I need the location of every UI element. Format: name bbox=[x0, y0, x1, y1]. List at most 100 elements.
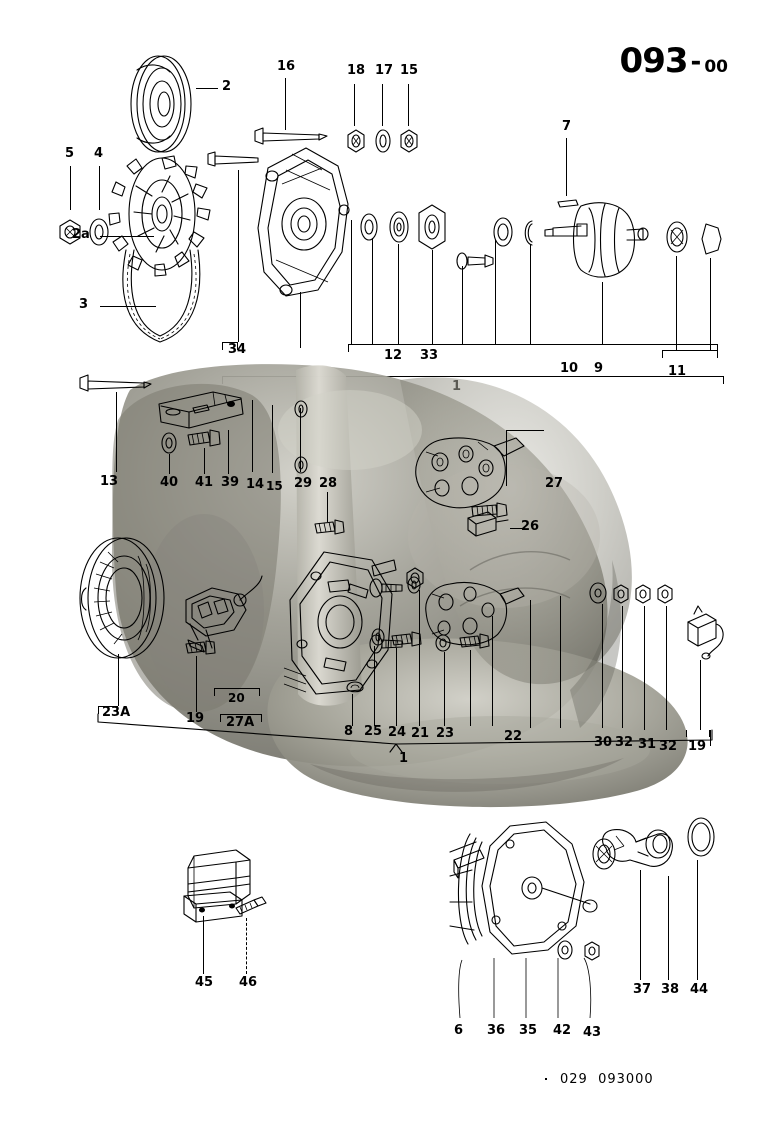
washer-31-drawing bbox=[634, 584, 652, 604]
callout-20: 23A bbox=[102, 705, 131, 720]
washer-29-drawing bbox=[293, 400, 309, 418]
leader-11a bbox=[676, 256, 677, 350]
callout-2a: 2a bbox=[72, 227, 90, 242]
callout-32b: 32 bbox=[659, 739, 678, 754]
leader-34b bbox=[300, 292, 301, 348]
callout-6: 6 bbox=[454, 1023, 464, 1038]
leader-34 bbox=[238, 170, 239, 342]
callout-35: 35 bbox=[519, 1023, 538, 1038]
terminal-bracket-39-drawing bbox=[155, 388, 247, 432]
brace-27 bbox=[214, 688, 260, 696]
through-bolt-16-drawing bbox=[253, 126, 331, 146]
suppressor-19b-drawing bbox=[684, 604, 728, 660]
drive-end-bracket-drawing bbox=[252, 140, 356, 308]
long-bolt-13-drawing bbox=[78, 374, 154, 392]
header-dash: - bbox=[690, 47, 702, 77]
leader-29 bbox=[300, 408, 301, 472]
callout-28: 28 bbox=[319, 476, 338, 491]
callout-5: 5 bbox=[65, 146, 75, 161]
bearing-drawing bbox=[386, 210, 412, 244]
callout-43: 44 bbox=[690, 982, 709, 997]
callout-27: 20 bbox=[228, 691, 245, 705]
leader-39-tip bbox=[228, 430, 229, 431]
bearing-10-drawing bbox=[490, 216, 516, 248]
bearing-cover-8-drawing bbox=[344, 676, 366, 696]
brush-spring-drawing bbox=[184, 638, 220, 656]
washer-25b-drawing bbox=[370, 628, 386, 646]
leader-41 bbox=[204, 448, 205, 474]
callout-1-top: 1 bbox=[452, 379, 462, 394]
footer-dot bbox=[545, 1078, 547, 1080]
plug-42-drawing bbox=[588, 836, 620, 872]
brace-assembly-1-mid bbox=[96, 700, 716, 756]
leader-43 bbox=[697, 860, 698, 980]
callout-27A: 19 bbox=[186, 711, 205, 726]
callout-29: 29 bbox=[294, 476, 313, 491]
callout-17: 17 bbox=[375, 63, 394, 78]
brace-assembly-1-top bbox=[222, 376, 724, 384]
leader-30 bbox=[602, 604, 603, 728]
leader-32b bbox=[666, 606, 667, 730]
small-screw-drawing bbox=[455, 252, 497, 270]
callout-26: 27A bbox=[226, 715, 255, 730]
page-header: 093 - 00 bbox=[620, 44, 728, 78]
leader-42 bbox=[668, 876, 669, 980]
spacer-12-drawing bbox=[358, 212, 380, 242]
callout-24: 24 bbox=[388, 725, 407, 740]
callout-4: 4 bbox=[94, 146, 104, 161]
callout-41: 41 bbox=[195, 475, 214, 490]
o-ring-43-drawing bbox=[684, 816, 718, 858]
callout-11: 11 bbox=[668, 364, 687, 379]
leader-22a bbox=[492, 616, 493, 726]
callout-15b: 15 bbox=[266, 479, 283, 493]
leader-2a bbox=[100, 236, 154, 237]
callout-46: 46 bbox=[239, 975, 258, 990]
leader-31 bbox=[644, 606, 645, 730]
regulator-screw-drawing bbox=[232, 896, 267, 918]
slip-ring-bearing-drawing bbox=[663, 220, 691, 254]
callout-18: 18 bbox=[347, 63, 366, 78]
callout-22: 22 bbox=[504, 729, 523, 744]
brace-11 bbox=[662, 350, 718, 358]
leader-5 bbox=[70, 166, 71, 210]
leader-44 bbox=[640, 870, 641, 980]
pulley-drawing bbox=[118, 52, 214, 156]
leader-9 bbox=[602, 282, 603, 344]
nut-38-drawing bbox=[582, 940, 602, 962]
callout-39: 39 bbox=[221, 475, 240, 490]
callout-1-mid: 1 bbox=[399, 751, 409, 766]
leader-x1 bbox=[462, 266, 463, 344]
callout-42: 38 bbox=[661, 982, 680, 997]
page-footer-code: 029 093000 bbox=[560, 1072, 654, 1087]
through-bolt-short-drawing bbox=[206, 150, 266, 168]
connector-boot-44-drawing bbox=[596, 822, 676, 886]
callout-36: 36 bbox=[487, 1023, 506, 1038]
leader-33 bbox=[432, 250, 433, 344]
leader-33a bbox=[398, 244, 399, 344]
leader-16 bbox=[285, 78, 286, 130]
stator-drawing bbox=[78, 534, 174, 662]
screw-23c-drawing bbox=[458, 632, 492, 650]
leader-45 bbox=[203, 916, 204, 974]
v-belt-drawing bbox=[108, 249, 218, 352]
rectifier-23A-drawing bbox=[410, 432, 530, 522]
leader-24 bbox=[396, 648, 397, 726]
callout-10: 10 bbox=[560, 361, 579, 376]
leader-2 bbox=[196, 88, 218, 89]
leader-23A-v bbox=[506, 430, 507, 486]
leader-20 bbox=[118, 654, 119, 706]
leader-27A bbox=[196, 656, 197, 712]
subgroup-number: 00 bbox=[704, 57, 728, 77]
rear-end-shield-drawing bbox=[276, 548, 406, 700]
callout-23A: 27 bbox=[545, 476, 564, 491]
callout-30: 30 bbox=[594, 735, 613, 750]
leader-23A-h bbox=[506, 430, 544, 431]
washer-29b-drawing bbox=[293, 456, 309, 474]
callout-14: 14 bbox=[246, 477, 265, 492]
leader-15 bbox=[408, 84, 409, 126]
bottom-leader-bank bbox=[448, 957, 608, 1022]
leader-28 bbox=[327, 492, 328, 522]
callout-37: 42 bbox=[553, 1023, 572, 1038]
leader-4 bbox=[99, 166, 100, 210]
